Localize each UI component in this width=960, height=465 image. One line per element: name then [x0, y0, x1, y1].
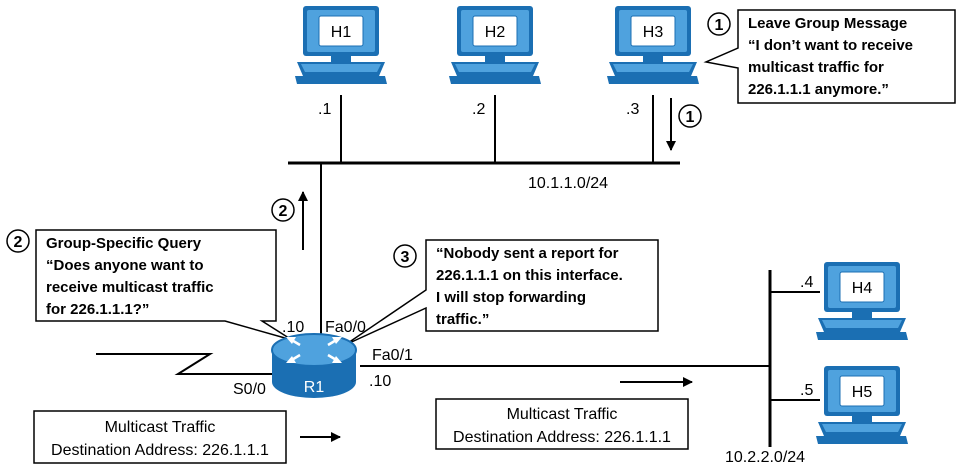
host-h4-addr: .4 — [800, 274, 813, 291]
host-h5-name: H5 — [852, 384, 873, 401]
host-h2-name: H2 — [485, 24, 506, 41]
host-h3-name: H3 — [643, 24, 664, 41]
svg-text:for 226.1.1.1?”: for 226.1.1.1?” — [46, 301, 149, 318]
fa01-addr: .10 — [369, 373, 391, 390]
fa01-label: Fa0/1 — [372, 347, 413, 364]
svg-text:“I don’t want to receive: “I don’t want to receive — [748, 37, 913, 54]
svg-text:Leave Group Message: Leave Group Message — [748, 15, 907, 32]
svg-text:2: 2 — [14, 234, 23, 251]
router-name: R1 — [304, 379, 325, 396]
router-r1: R1 — [271, 333, 357, 398]
step-badge-1-lower: 1 — [678, 104, 702, 128]
host-h3-addr: .3 — [626, 101, 639, 118]
host-h4-name: H4 — [852, 280, 873, 297]
svg-text:1: 1 — [715, 17, 724, 34]
s00-label: S0/0 — [233, 381, 266, 398]
step-badge-3: 3 — [393, 244, 417, 268]
svg-text:I will stop forwarding: I will stop forwarding — [436, 289, 586, 306]
host-h2: H2 — [448, 5, 542, 85]
subnet-label-top: 10.1.1.0/24 — [528, 175, 608, 192]
step-badge-2-arrow: 2 — [271, 198, 295, 222]
svg-text:multicast traffic for: multicast traffic for — [748, 59, 884, 76]
svg-text:traffic.”: traffic.” — [436, 311, 489, 328]
nobody-callout: “Nobody sent a report for 226.1.1.1 on t… — [344, 239, 659, 346]
host-h5: H5 — [815, 365, 909, 445]
traffic-box-right: Multicast Traffic Destination Address: 2… — [435, 398, 689, 450]
host-h2-addr: .2 — [472, 101, 485, 118]
svg-text:2: 2 — [279, 203, 288, 220]
fa00-label: Fa0/0 — [325, 319, 366, 336]
host-h4: H4 — [815, 261, 909, 341]
svg-text:Multicast Traffic: Multicast Traffic — [507, 406, 618, 423]
host-h1-addr: .1 — [318, 101, 331, 118]
svg-text:receive multicast traffic: receive multicast traffic — [46, 279, 214, 296]
svg-text:226.1.1.1 on this interface.: 226.1.1.1 on this interface. — [436, 267, 623, 284]
fa00-addr: .10 — [282, 319, 304, 336]
svg-text:Destination Address: 226.1.1.1: Destination Address: 226.1.1.1 — [51, 442, 269, 459]
step-badge-1-top: 1 — [707, 12, 731, 36]
leave-callout: Leave Group Message “I don’t want to rec… — [703, 9, 956, 104]
serial-link — [96, 353, 285, 375]
host-h1: H1 — [294, 5, 388, 85]
svg-text:Group-Specific Query: Group-Specific Query — [46, 235, 202, 252]
subnet-label-right: 10.2.2.0/24 — [725, 449, 805, 465]
step-badge-2-callout: 2 — [6, 229, 30, 253]
query-callout: Group-Specific Query “Does anyone want t… — [35, 229, 293, 341]
svg-text:Multicast Traffic: Multicast Traffic — [105, 419, 216, 436]
host-h3: H3 — [606, 5, 700, 85]
svg-text:“Nobody sent a report for: “Nobody sent a report for — [436, 245, 619, 262]
host-h5-addr: .5 — [800, 382, 813, 399]
traffic-box-left: Multicast Traffic Destination Address: 2… — [33, 410, 287, 464]
svg-text:“Does anyone want to: “Does anyone want to — [46, 257, 204, 274]
host-h1-name: H1 — [331, 24, 352, 41]
svg-text:1: 1 — [686, 109, 695, 126]
svg-text:3: 3 — [401, 249, 410, 266]
svg-text:226.1.1.1 anymore.”: 226.1.1.1 anymore.” — [748, 81, 889, 98]
svg-text:Destination Address: 226.1.1.1: Destination Address: 226.1.1.1 — [453, 429, 671, 446]
